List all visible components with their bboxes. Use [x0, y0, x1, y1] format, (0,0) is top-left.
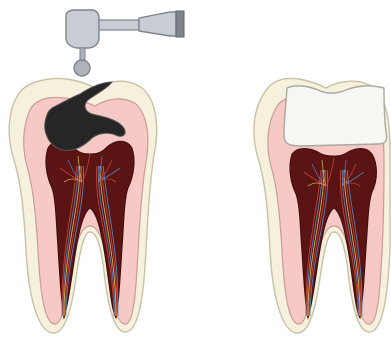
drill-neck [99, 20, 139, 30]
filling [284, 86, 387, 146]
drill-burr [74, 60, 90, 76]
drill-grip [176, 11, 184, 37]
drill-shaft [80, 48, 85, 60]
drill-handpiece-head [66, 10, 99, 48]
